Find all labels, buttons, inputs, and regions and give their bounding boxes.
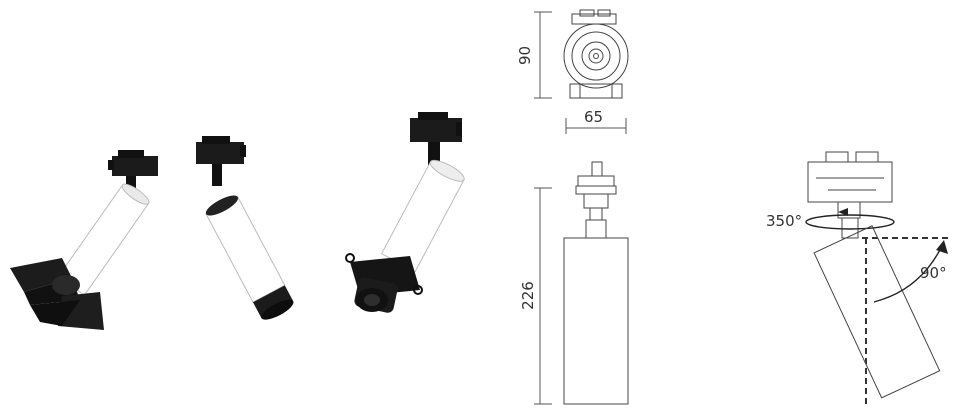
snoot-flange [345,253,423,313]
dimension-lines-top [534,11,627,134]
tilt-arrow [873,245,943,303]
rotation-angle-label: 350° [766,212,803,230]
rotation-adapter [807,151,893,239]
fixture-body-2 [205,195,294,320]
spotlight-plain [196,136,294,320]
track-adapter-1 [108,150,158,192]
spotlight-barn-door [10,150,158,330]
rotation-diagram [805,151,952,404]
angle-guides [862,237,952,404]
dimension-height-side: 226 [518,281,537,310]
tilted-body-outline [813,225,941,399]
rotation-arrow [805,214,895,230]
top-view-drawing [563,9,629,99]
rotation-arrowhead [838,208,848,216]
barn-doors [10,258,104,330]
spotlight-snoot [345,112,465,313]
tilt-angle-label: 90° [920,264,947,282]
dimension-lines-side [534,187,552,405]
track-adapter-2 [196,136,246,186]
tilt-arrowhead [936,240,948,254]
fixture-body-3 [380,159,465,273]
dimension-width-top: 65 [584,108,604,126]
track-adapter-3 [410,112,462,166]
dimension-height-top: 90 [516,45,535,66]
side-view-drawing [563,161,629,405]
